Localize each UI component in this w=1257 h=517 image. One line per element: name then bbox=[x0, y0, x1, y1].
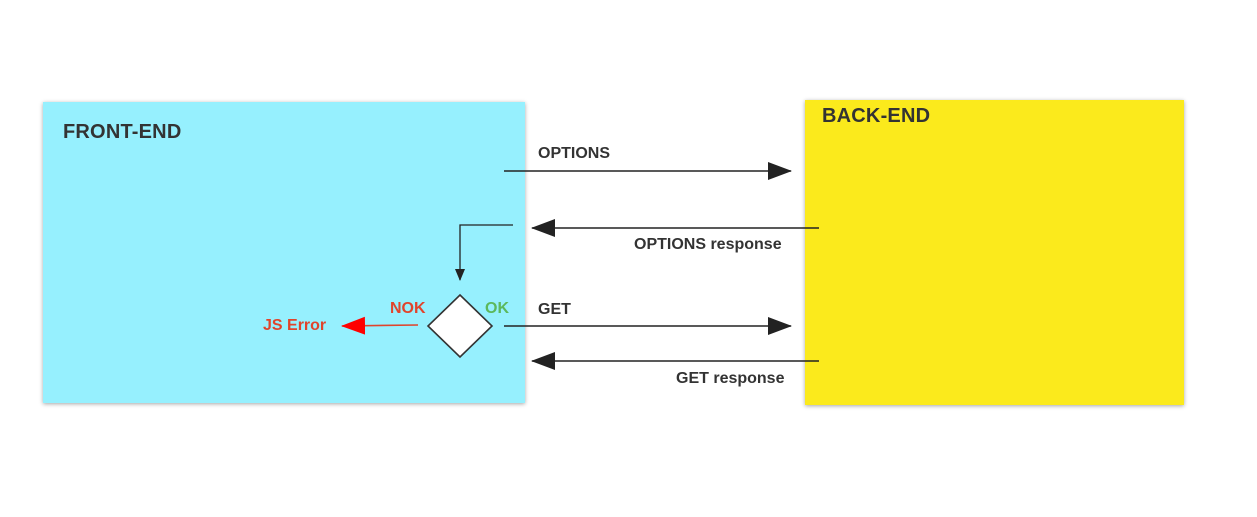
front-end-box: FRONT-END bbox=[43, 102, 525, 403]
response-to-decision-connector bbox=[455, 224, 513, 281]
nok-label: NOK bbox=[390, 300, 426, 317]
get-request-label: GET bbox=[538, 301, 571, 318]
options-request-label: OPTIONS bbox=[538, 145, 611, 162]
back-end-box: BACK-END bbox=[805, 100, 1184, 405]
js-error-label: JS Error bbox=[263, 317, 327, 334]
options-response-label: OPTIONS response bbox=[634, 236, 782, 253]
decision-diamond bbox=[426, 293, 494, 359]
error-arrow bbox=[341, 316, 419, 335]
ok-label: OK bbox=[485, 300, 509, 317]
get-response-label: GET response bbox=[676, 370, 785, 387]
back-end-title: BACK-END bbox=[822, 105, 931, 127]
front-end-title: FRONT-END bbox=[63, 121, 182, 143]
